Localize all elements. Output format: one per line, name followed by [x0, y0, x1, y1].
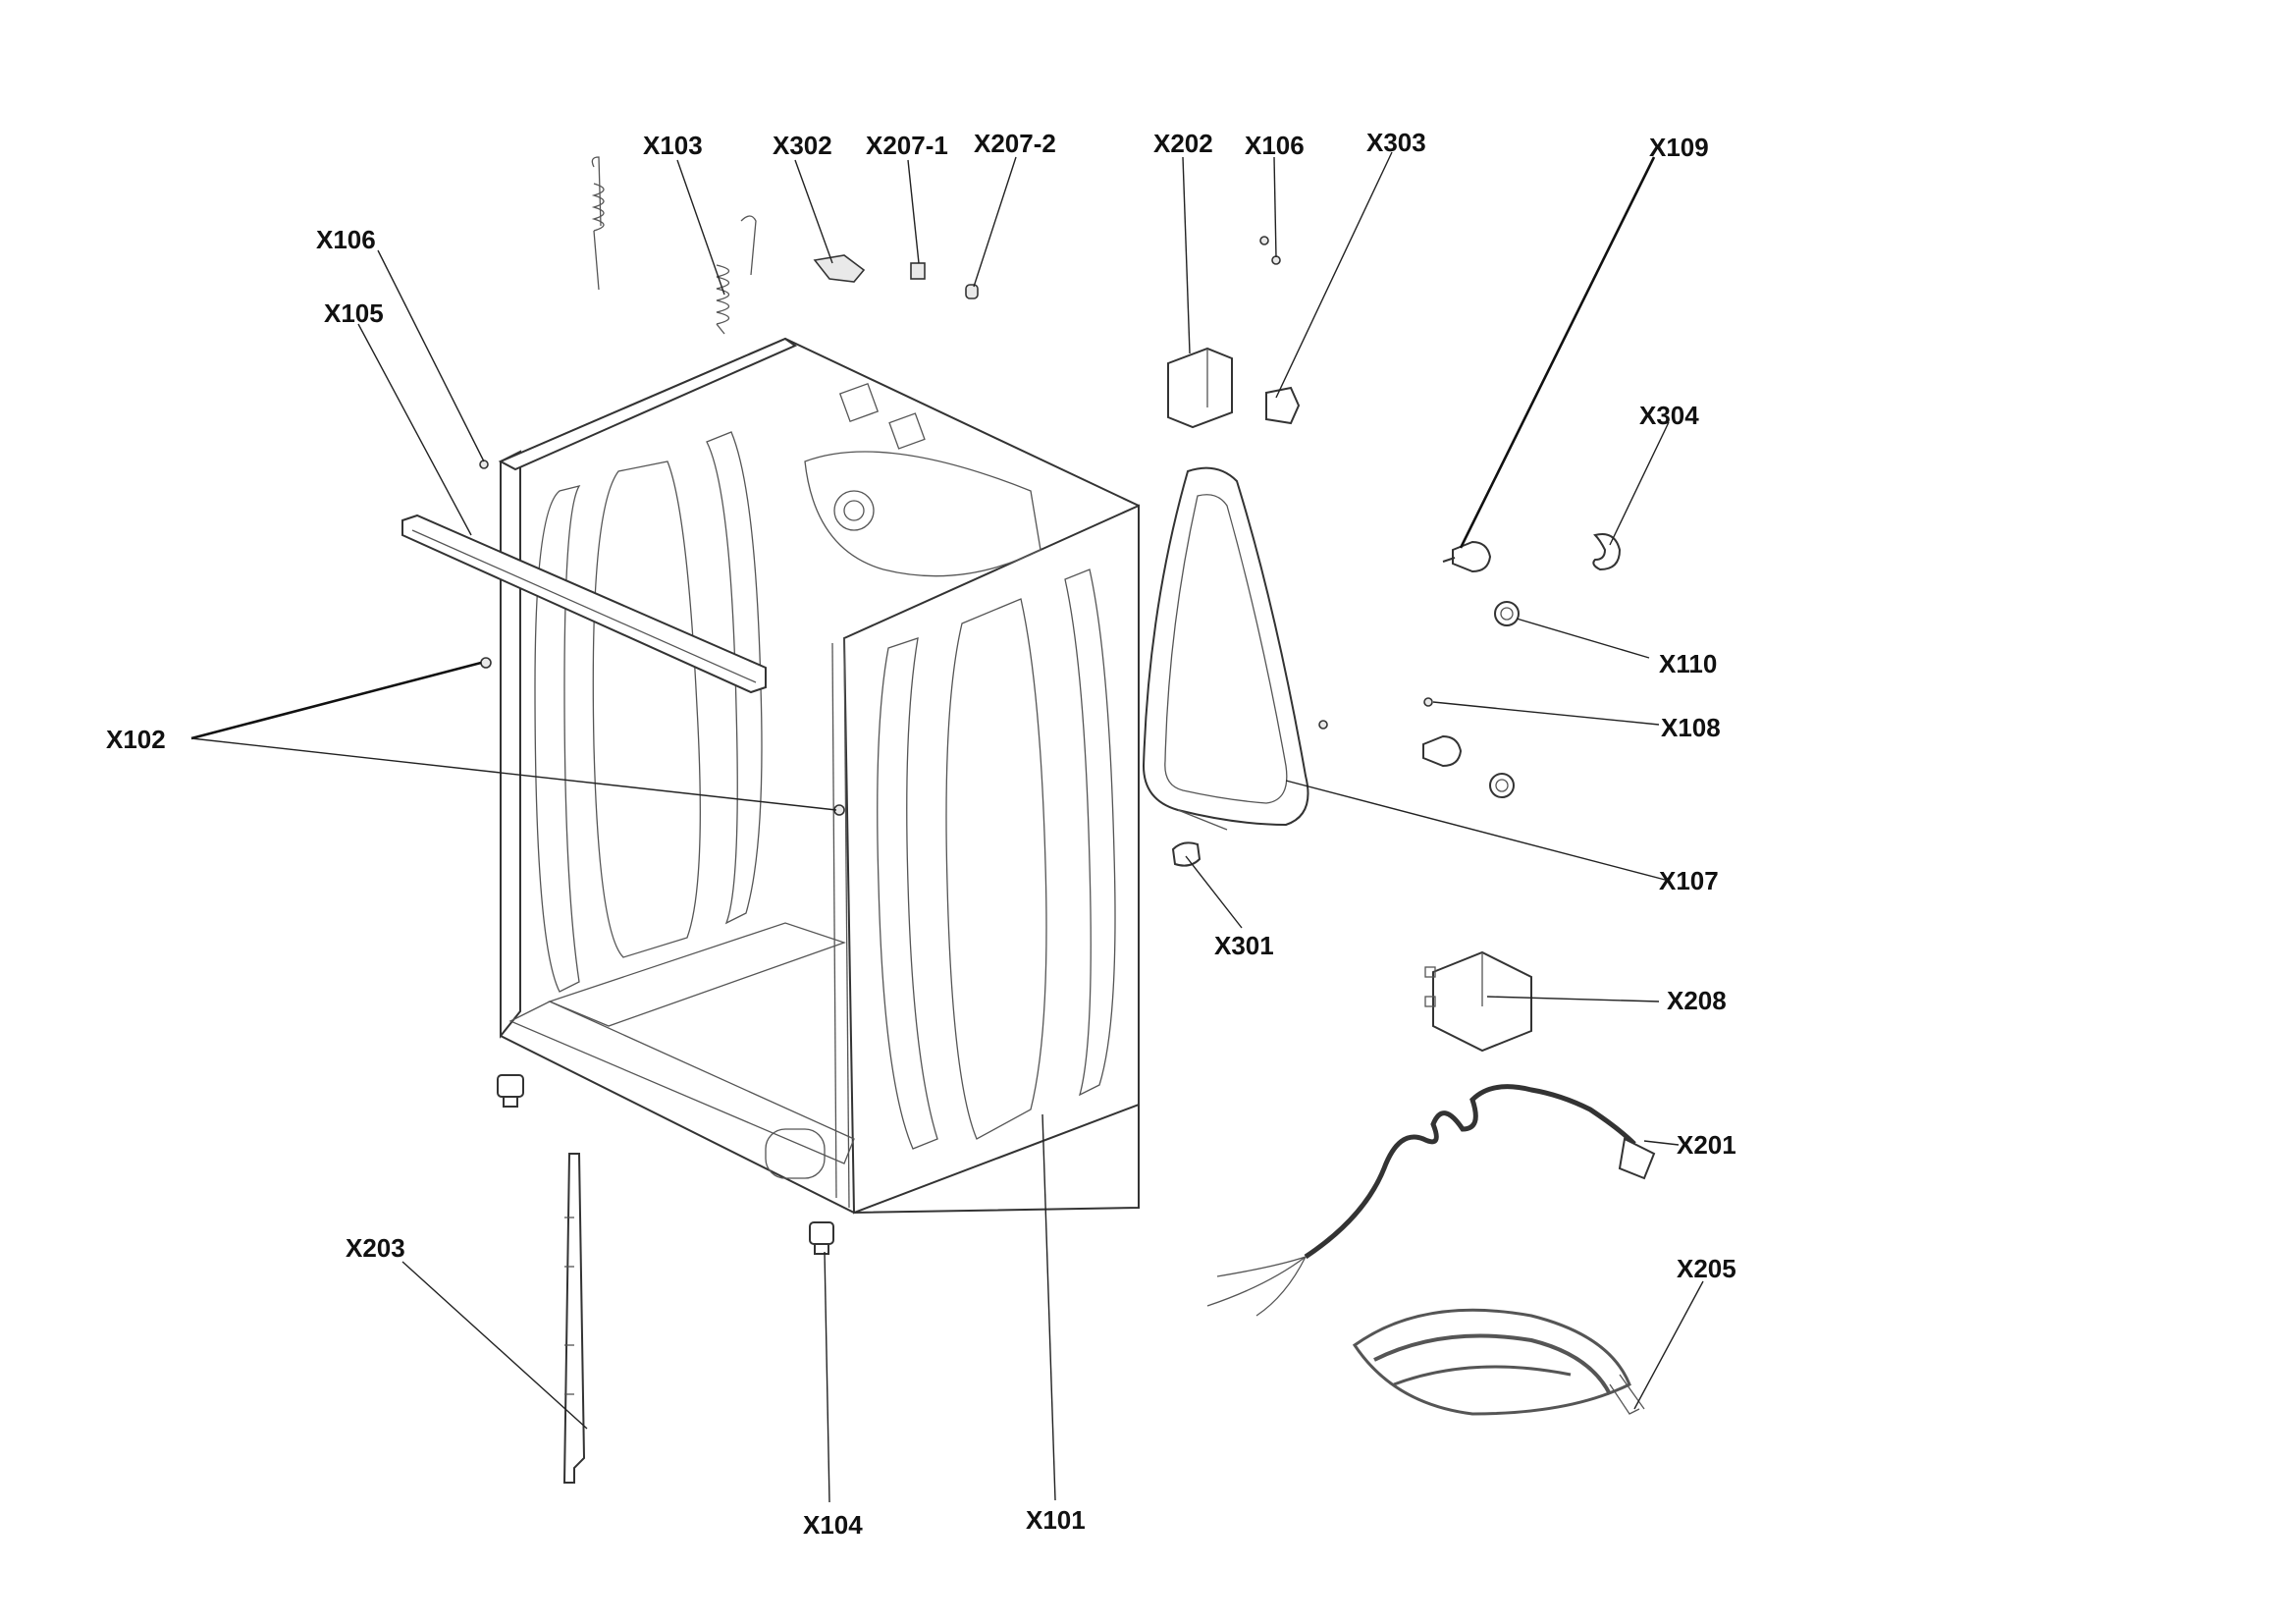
screws-x106-top	[1259, 236, 1281, 265]
label-x108: X108	[1661, 713, 1721, 742]
label-x109: X109	[1649, 133, 1709, 162]
part-x108	[1318, 697, 1433, 730]
part-x207-1	[910, 262, 926, 280]
label-x303: X303	[1366, 128, 1426, 157]
label-x207-2: X207-2	[974, 129, 1056, 158]
top-cross-bar	[401, 514, 767, 694]
screw-x106-left	[479, 460, 489, 469]
label-x304: X304	[1639, 401, 1699, 430]
label-x207-1: X207-1	[866, 131, 948, 160]
power-cord	[1206, 1084, 1656, 1317]
label-x106-top: X106	[1245, 131, 1305, 160]
foot-front	[809, 1221, 834, 1255]
label-x104: X104	[803, 1510, 863, 1540]
part-x302	[813, 254, 866, 283]
label-x107: X107	[1659, 866, 1719, 895]
label-x302: X302	[773, 131, 832, 160]
part-x208	[1424, 950, 1532, 1053]
side-bracket	[562, 1153, 586, 1484]
spring-right	[716, 215, 757, 335]
label-x208: X208	[1667, 986, 1727, 1015]
part-x202	[1167, 347, 1233, 429]
label-x101: X101	[1026, 1505, 1086, 1535]
part-x110	[1494, 601, 1520, 626]
part-x108-knob	[1422, 734, 1515, 798]
part-x109	[1442, 540, 1492, 573]
part-x304	[1592, 533, 1622, 571]
label-x203: X203	[346, 1233, 405, 1263]
label-x103: X103	[643, 131, 703, 160]
leader-lines	[190, 151, 1704, 1503]
label-x202: X202	[1153, 129, 1213, 158]
cabinet-body	[498, 337, 1140, 1215]
label-x110: X110	[1659, 649, 1717, 678]
door-gasket-frame	[1142, 466, 1309, 831]
wire-harness	[1352, 1308, 1645, 1416]
part-x303	[1265, 386, 1301, 425]
label-x102: X102	[106, 725, 166, 754]
label-x301: X301	[1214, 931, 1274, 960]
foot-left	[497, 1074, 524, 1108]
part-x301	[1171, 841, 1201, 867]
label-x205: X205	[1677, 1254, 1736, 1283]
label-x201: X201	[1677, 1130, 1736, 1160]
spring-left	[591, 156, 605, 291]
label-x105: X105	[324, 298, 384, 328]
label-x106-left: X106	[316, 225, 376, 254]
part-x207-2	[965, 284, 979, 299]
